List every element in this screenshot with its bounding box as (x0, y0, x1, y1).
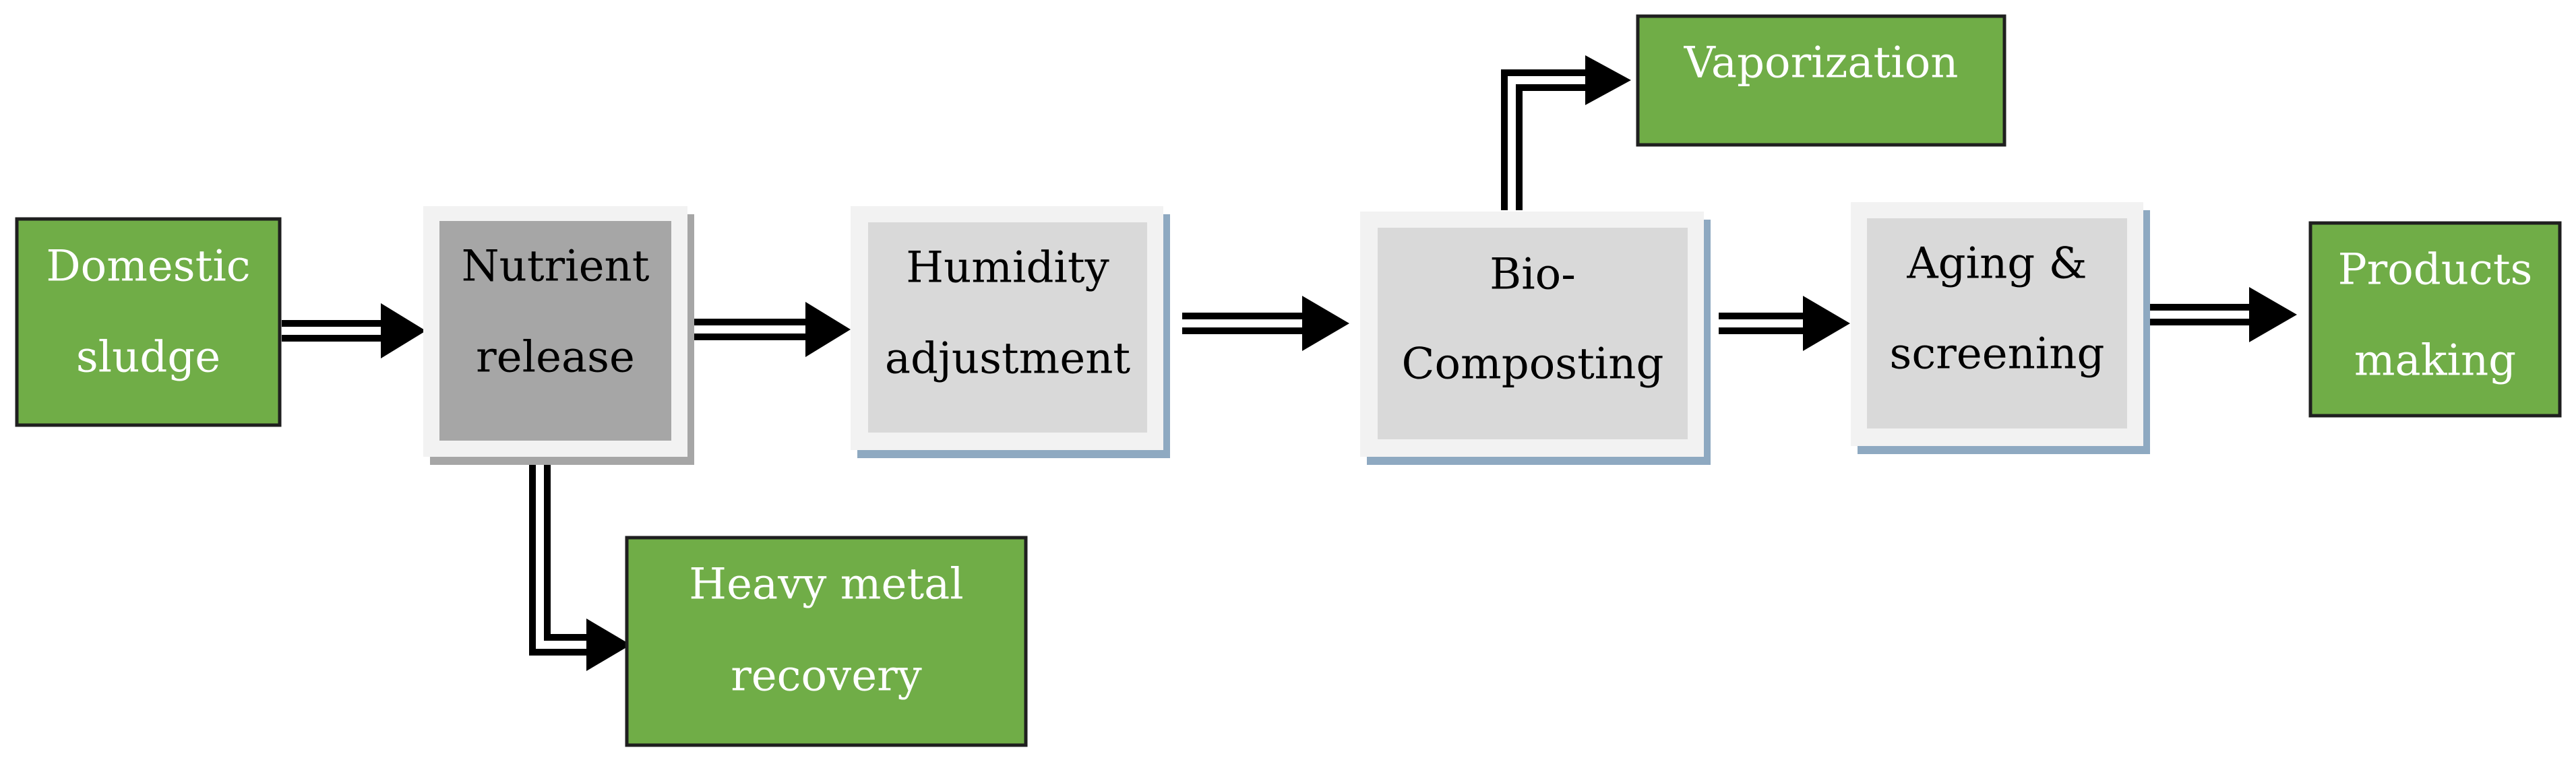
vaporization-label: Vaporization (1684, 38, 1959, 88)
aging-screening-line2: screening (1890, 329, 2105, 379)
bio-composting-line2: Composting (1402, 340, 1664, 389)
domestic-sludge-line1: Domestic (46, 242, 250, 292)
nutrient-release-line2: release (476, 333, 635, 383)
arrow-composting-to-vaporization (1501, 55, 1631, 210)
humidity-adjustment-line1: Humidity (906, 243, 1109, 293)
node-aging-screening: Aging & screening (1851, 202, 2150, 454)
arrow-humidity-to-composting (1182, 296, 1349, 351)
connectors (282, 55, 2297, 671)
node-products-making: Products making (2308, 221, 2562, 418)
heavy-metal-recovery-line1: Heavy metal (689, 560, 963, 610)
bio-composting-line1: Bio- (1490, 250, 1576, 300)
humidity-adjustment-line2: adjustment (885, 334, 1131, 384)
node-domestic-sludge: Domestic sludge (15, 217, 282, 427)
nutrient-release-line1: Nutrient (462, 242, 650, 292)
node-nutrient-release: Nutrient release (423, 206, 694, 465)
heavy-metal-recovery-line2: recovery (731, 652, 922, 701)
arrow-composting-to-aging (1719, 296, 1850, 351)
arrow-sludge-to-nutrient (282, 303, 426, 358)
domestic-sludge-line2: sludge (76, 333, 220, 383)
node-vaporization: Vaporization (1636, 14, 2006, 147)
node-heavy-metal-recovery: Heavy metal recovery (625, 536, 1028, 747)
arrow-nutrient-to-humidity (686, 302, 851, 357)
products-making-line1: Products (2338, 245, 2533, 295)
aging-screening-line1: Aging & (1906, 239, 2087, 289)
arrow-nutrient-to-heavy-metal (529, 451, 631, 671)
node-bio-composting: Bio- Composting (1360, 212, 1711, 465)
arrow-aging-to-products (2145, 287, 2297, 342)
products-making-line2: making (2354, 336, 2516, 386)
node-humidity-adjustment: Humidity adjustment (851, 206, 1170, 458)
